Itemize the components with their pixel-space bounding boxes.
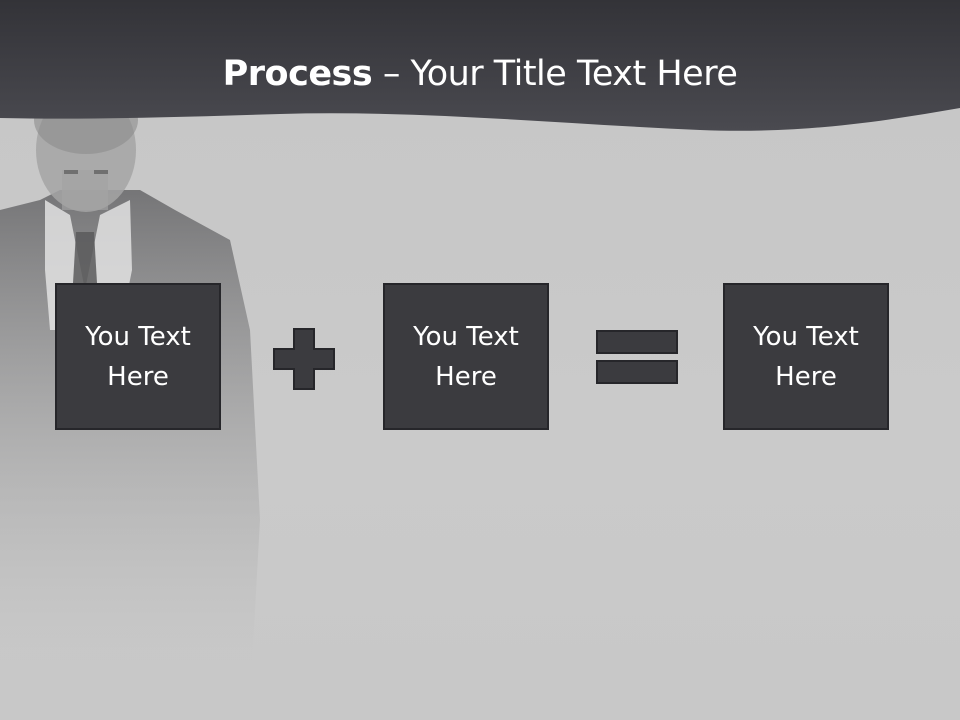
title-rest: – Your Title Text Here bbox=[372, 54, 738, 94]
box-label-line1: You Text bbox=[413, 321, 519, 352]
process-box-label: You Text Here bbox=[736, 317, 876, 397]
process-box-label: You Text Here bbox=[68, 317, 208, 397]
slide-title: Process – Your Title Text Here bbox=[0, 52, 960, 96]
plus-icon bbox=[273, 328, 335, 390]
header-band bbox=[0, 0, 960, 131]
process-box-2[interactable]: You Text Here bbox=[383, 283, 549, 430]
equals-icon bbox=[596, 330, 678, 384]
process-box-label: You Text Here bbox=[396, 317, 536, 397]
box-label-line2: Here bbox=[775, 361, 837, 392]
process-box-1[interactable]: You Text Here bbox=[55, 283, 221, 430]
box-label-line2: Here bbox=[107, 361, 169, 392]
box-label-line2: Here bbox=[435, 361, 497, 392]
box-label-line1: You Text bbox=[85, 321, 191, 352]
title-bold: Process bbox=[222, 54, 373, 94]
process-box-3[interactable]: You Text Here bbox=[723, 283, 889, 430]
box-label-line1: You Text bbox=[753, 321, 859, 352]
